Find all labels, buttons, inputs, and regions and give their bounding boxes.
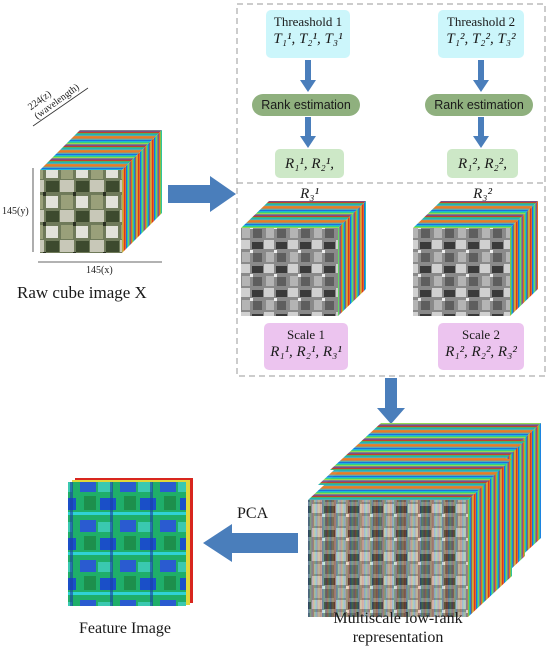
multiscale-caption: Multiscale low-rank representation [318,609,478,647]
scale-1-box: Scale 1 R₁¹, R₂¹, R₃¹ [264,323,348,370]
pca-label: PCA [237,505,269,522]
scale1-cube-side [338,201,366,316]
axis-x-label: 145(x) [86,265,113,276]
feature-front [68,482,186,606]
axis-y-label: 145(y) [2,206,29,217]
multiscale-side [468,459,512,617]
raw-cube [40,130,162,253]
scale2-cube-front [413,228,510,316]
multiscale-cube [308,423,541,617]
scale1-cube-top [241,201,366,228]
axis-z-line [32,87,89,127]
threshold-2-title: Threashold 2 [446,14,516,29]
raw-cube-side-face [122,130,162,253]
arrow-b2-threshold-rank [473,60,489,92]
multiscale-top [308,459,512,500]
multiscale-caption-line2: representation [352,629,444,646]
scale2-cube-side [510,201,538,316]
threshold-1-expr: T₁¹, T₂¹, T₃¹ [273,31,343,47]
arrow-b2-rank-R [473,117,489,148]
multiscale-caption-line1: Multiscale low-rank [333,610,463,627]
scale-2-title: Scale 2 [462,327,500,342]
scale1-cube-front [241,228,338,316]
dashed-frame [236,3,546,377]
threshold-1-title: Threashold 1 [273,14,343,29]
threshold-2-expr: T₁², T₂², T₃² [446,31,516,47]
scale-2-expr: R₁², R₂², R₃² [445,344,517,360]
raw-cube-top-face [40,130,162,170]
rank-2-box: R₁², R₂², R₃² [447,149,518,202]
multiscale-front-tint [308,500,468,617]
arrow-raw-to-branches [168,176,236,212]
scale2-cube-top [413,201,538,228]
raw-cube-caption: Raw cube image X [17,283,147,302]
rank-1-box: R₁¹, R₂¹, R₃¹ [275,149,344,202]
feature-image [68,478,193,606]
arrow-to-multiscale [377,378,405,424]
raw-cube-front-face [40,170,122,253]
threshold-2-box: Threashold 2 T₁², T₂², T₃² [438,10,524,58]
arrow-b1-threshold-rank [300,60,316,92]
scale-1-expr: R₁¹, R₂¹, R₃¹ [270,344,342,360]
branch-arrows [300,60,489,148]
pca-arrow [203,524,298,562]
rank-2-expr: R₁², R₂², R₃² [458,156,507,202]
scale2-cube [413,201,538,316]
feature-image-caption: Feature Image [79,620,171,637]
rank-1-expr: R₁¹, R₂¹, R₃¹ [285,156,334,202]
scale-2-box: Scale 2 R₁², R₂², R₃² [438,323,524,370]
scale-1-title: Scale 1 [287,327,325,342]
rank-estimation-2: Rank estimation [425,94,533,116]
raw-cube-axes [32,87,162,263]
scale1-cube [241,201,366,316]
rank-estimation-1: Rank estimation [252,94,360,116]
threshold-1-box: Threashold 1 T₁¹, T₂¹, T₃¹ [266,10,350,58]
arrow-b1-rank-R [300,117,316,148]
